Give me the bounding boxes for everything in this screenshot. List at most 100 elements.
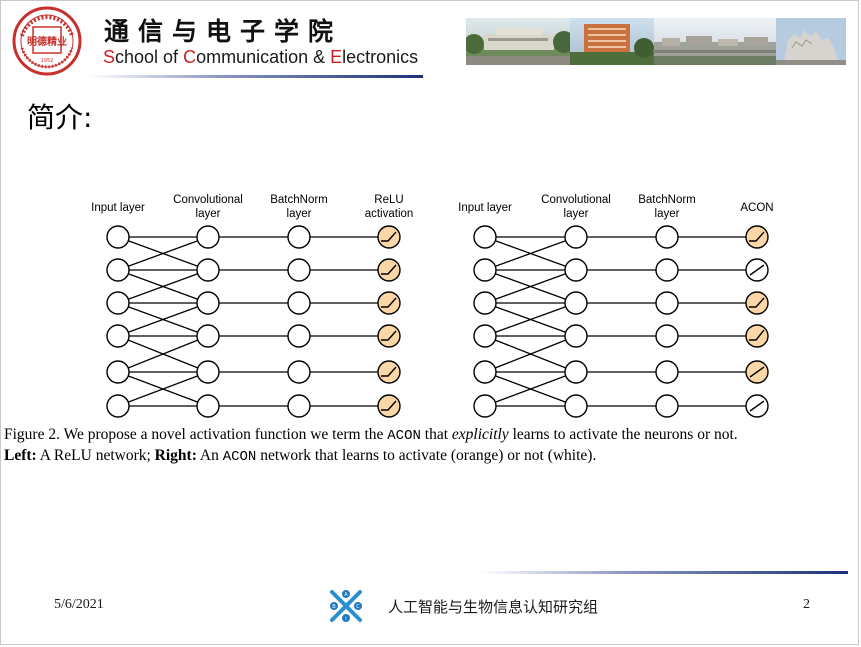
caption-text: that bbox=[420, 426, 452, 443]
left-net-activation-glyph bbox=[381, 400, 397, 411]
right-net-node bbox=[655, 360, 679, 384]
caption-text: A ReLU network; bbox=[36, 447, 155, 464]
caption-acon-term: ACON bbox=[222, 449, 257, 465]
svg-text:明德精业: 明德精业 bbox=[27, 35, 67, 48]
footer-date: 5/6/2021 bbox=[54, 597, 104, 612]
campus-photo-gate bbox=[466, 18, 575, 65]
right-net-activation-glyph bbox=[749, 400, 765, 412]
page-title: 简介: bbox=[27, 101, 93, 134]
left-net-edge bbox=[117, 335, 209, 373]
header-divider bbox=[88, 75, 423, 78]
right-net-layer-label: layer bbox=[655, 208, 680, 220]
logo-letter: C bbox=[356, 604, 360, 610]
campus-photo-strip bbox=[466, 18, 846, 65]
footer-page-number: 2 bbox=[803, 597, 810, 612]
svg-text:1952: 1952 bbox=[41, 58, 54, 64]
right-net-node bbox=[745, 291, 769, 315]
right-net-node bbox=[745, 225, 769, 249]
right-net-node bbox=[655, 291, 679, 315]
left-net-layer-label: BatchNorm bbox=[270, 194, 328, 206]
caption-line-2: Left: A ReLU network; Right: An ACON net… bbox=[4, 446, 861, 467]
right-net-node bbox=[745, 324, 769, 348]
caption-left-label: Left: bbox=[4, 447, 37, 464]
caption-text: An bbox=[196, 447, 223, 464]
right-net-layer-label: ACON bbox=[740, 202, 773, 214]
left-net-node bbox=[287, 291, 311, 315]
school-name-cn: 通信与电子学院 bbox=[104, 17, 343, 46]
left-net-activation-glyph bbox=[381, 366, 397, 377]
left-net-node bbox=[377, 225, 401, 249]
caption-emphasis: explicitly bbox=[451, 426, 509, 443]
right-net-node bbox=[564, 324, 588, 348]
right-net-node bbox=[473, 324, 497, 348]
right-net-node bbox=[473, 225, 497, 249]
left-net-node bbox=[287, 225, 311, 249]
right-net-node bbox=[473, 360, 497, 384]
left-net-layer-label: layer bbox=[196, 208, 221, 220]
school-name-en-e: E bbox=[330, 47, 343, 67]
school-name-en-part2: ommunication & bbox=[196, 47, 331, 67]
right-net-edge bbox=[484, 302, 577, 337]
left-net-node bbox=[377, 324, 401, 348]
left-net-layer-label: Input layer bbox=[91, 202, 145, 214]
logo-letter: i bbox=[345, 616, 346, 622]
left-net-activation-glyph bbox=[381, 297, 397, 308]
left-net-node bbox=[287, 360, 311, 384]
right-net-node bbox=[473, 291, 497, 315]
right-net-edge bbox=[484, 236, 577, 271]
right-net-node bbox=[655, 225, 679, 249]
right-net-edge bbox=[484, 335, 577, 373]
left-net-node bbox=[196, 291, 220, 315]
right-net-node bbox=[473, 394, 497, 418]
left-net-node bbox=[287, 324, 311, 348]
school-name-en-c: C bbox=[183, 47, 197, 67]
caption-line-1: Figure 2. We propose a novel activation … bbox=[4, 425, 861, 446]
left-net-layer-label: layer bbox=[287, 208, 312, 220]
right-net-activation-glyph bbox=[749, 329, 765, 341]
left-net-node bbox=[106, 291, 130, 315]
left-net-activation-glyph bbox=[381, 264, 397, 275]
left-net-node bbox=[106, 258, 130, 282]
right-net-layer-label: layer bbox=[564, 208, 589, 220]
left-net-layer-label: ReLU bbox=[374, 194, 403, 206]
right-net-edge bbox=[484, 371, 577, 407]
research-group-logo: A B Ci bbox=[330, 590, 362, 622]
campus-photo-aerial bbox=[654, 18, 776, 65]
right-net-node bbox=[655, 324, 679, 348]
left-net-edge bbox=[117, 236, 209, 271]
left-net-node bbox=[377, 291, 401, 315]
left-net-node bbox=[106, 394, 130, 418]
footer-research-group: 人工智能与生物信息认知研究组 bbox=[388, 599, 599, 616]
right-net-node bbox=[564, 258, 588, 282]
logo-letter: A bbox=[344, 592, 348, 598]
right-net-activation-glyph bbox=[749, 231, 765, 242]
footer-divider bbox=[480, 571, 848, 574]
right-net-node bbox=[655, 394, 679, 418]
left-net-layer-label: activation bbox=[365, 208, 414, 220]
campus-photo-building bbox=[570, 18, 654, 65]
left-net-node bbox=[287, 394, 311, 418]
left-net-edge bbox=[117, 302, 209, 337]
caption-acon-term: ACON bbox=[387, 428, 421, 444]
left-net-node bbox=[196, 360, 220, 384]
left-net-edge bbox=[117, 371, 209, 407]
caption-right-label: Right: bbox=[154, 447, 197, 464]
left-net-node bbox=[377, 360, 401, 384]
left-net-node bbox=[196, 324, 220, 348]
caption-text: network that learns to activate (orange)… bbox=[256, 447, 597, 464]
school-name-en-part3: lectronics bbox=[342, 47, 419, 67]
school-name-en: School of Communication & Electronics bbox=[103, 47, 418, 68]
left-net-node bbox=[106, 225, 130, 249]
caption-text: Figure 2. We propose a novel activation … bbox=[4, 426, 388, 443]
logo-letter: B bbox=[332, 604, 336, 610]
right-net-edge bbox=[484, 269, 577, 304]
school-name-en-part1: chool of bbox=[115, 47, 184, 67]
left-net-node bbox=[377, 394, 401, 418]
left-net-edge bbox=[117, 269, 209, 304]
university-seal-logo: 明德精业 1952 bbox=[12, 6, 82, 76]
school-name-en-s: S bbox=[103, 47, 116, 67]
right-net-activation-glyph bbox=[749, 264, 765, 276]
caption-text: learns to activate the neurons or not. bbox=[508, 426, 738, 443]
right-net-node bbox=[564, 360, 588, 384]
